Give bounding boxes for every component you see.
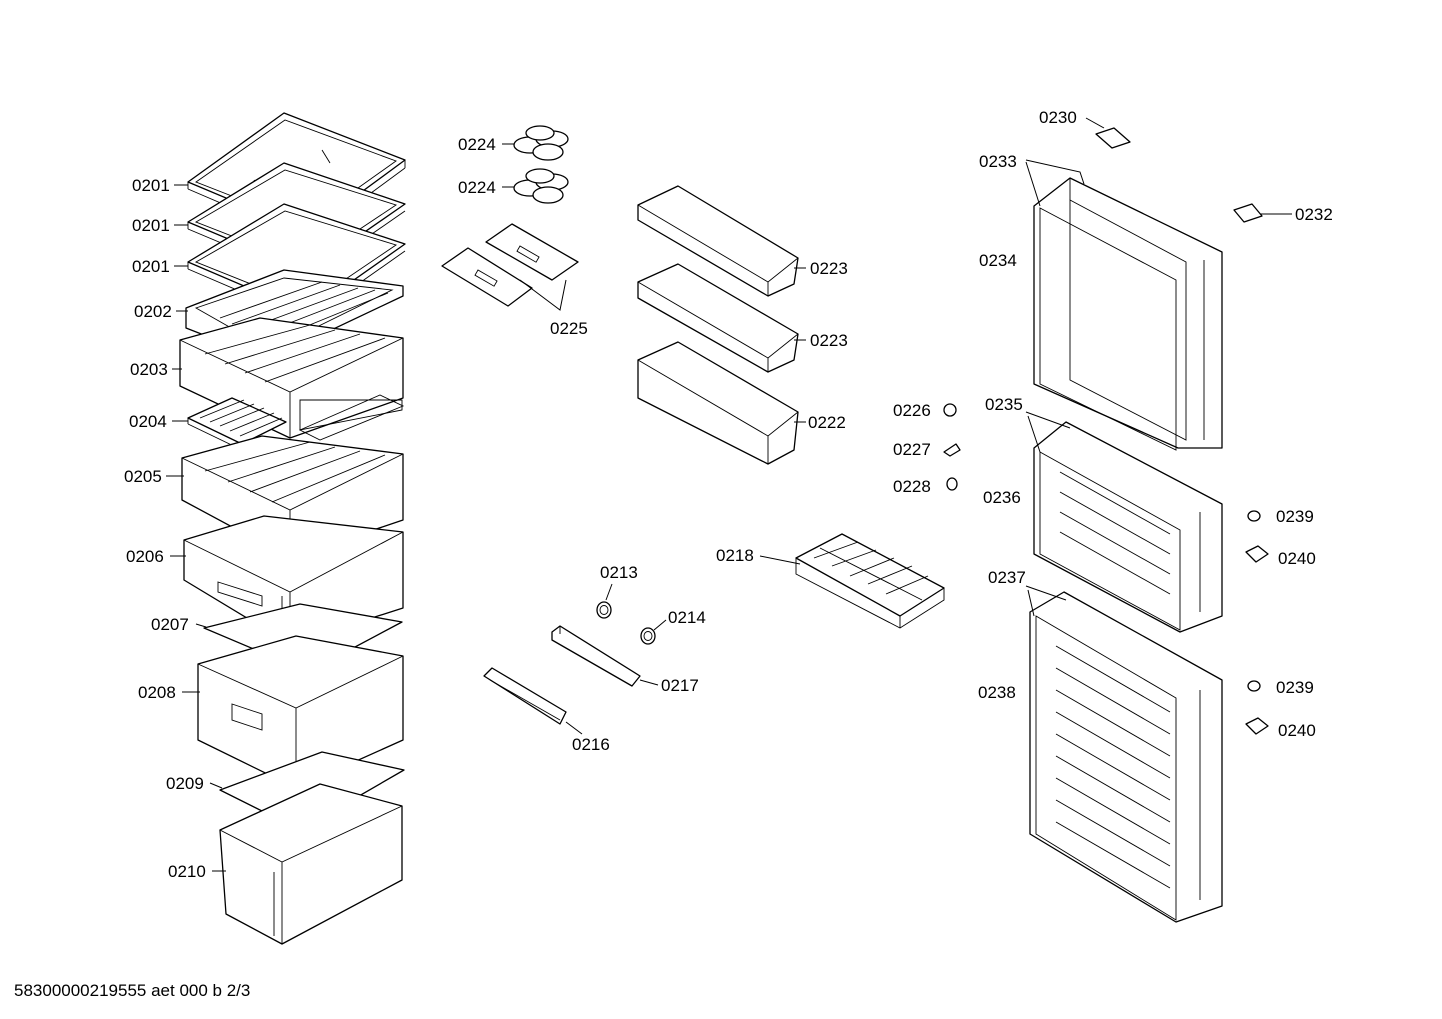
fridge-door <box>1033 177 1223 451</box>
callout-0226: 0226 <box>893 401 931 420</box>
cap-0239-upper <box>1247 510 1261 522</box>
callout-0239-b: 0239 <box>1276 678 1314 697</box>
egg-tray-1 <box>513 125 569 161</box>
document-reference-footer: 58300000219555 aet 000 b 2/3 <box>14 981 251 1000</box>
callout-0235: 0235 <box>985 395 1023 414</box>
freezer-door-upper <box>1033 421 1223 633</box>
ice-cube-tray <box>795 533 945 629</box>
callout-0238: 0238 <box>978 683 1016 702</box>
cap-0239-lower <box>1247 680 1261 692</box>
callout-0239-a: 0239 <box>1276 507 1314 526</box>
drawer-middle <box>197 635 404 789</box>
freezer-door-lower <box>1029 591 1223 923</box>
callout-0205: 0205 <box>124 467 162 486</box>
leader-lines <box>166 117 1292 872</box>
callout-0240-b: 0240 <box>1278 721 1316 740</box>
callout-0218: 0218 <box>716 546 754 565</box>
part-0227 <box>943 443 961 457</box>
knob-0214 <box>640 627 656 645</box>
callout-0236: 0236 <box>983 488 1021 507</box>
callout-0228: 0228 <box>893 477 931 496</box>
ventilation-grille <box>187 397 287 451</box>
knob-0213 <box>596 601 612 619</box>
callout-0207: 0207 <box>151 615 189 634</box>
callout-0232: 0232 <box>1295 205 1333 224</box>
rail-0216 <box>483 667 567 725</box>
drawer-bottom <box>219 783 403 945</box>
separator-sheet-upper <box>298 394 405 441</box>
callout-0216: 0216 <box>572 735 610 754</box>
callout-0203: 0203 <box>130 360 168 379</box>
callout-labels: 0201 0201 0201 0202 0203 0204 0205 0206 … <box>124 108 1333 881</box>
callout-0201-c: 0201 <box>132 257 170 276</box>
callout-0222: 0222 <box>808 413 846 432</box>
callout-0209: 0209 <box>166 774 204 793</box>
callout-0213: 0213 <box>600 563 638 582</box>
callout-0223-b: 0223 <box>810 331 848 350</box>
callout-0223-a: 0223 <box>810 259 848 278</box>
bottle-holder-pair <box>441 223 579 307</box>
callout-0202: 0202 <box>134 302 172 321</box>
part-0228 <box>946 477 958 491</box>
callout-0224-a: 0224 <box>458 135 496 154</box>
block-0240-upper <box>1245 545 1269 563</box>
callout-0206: 0206 <box>126 547 164 566</box>
hinge-cover-0230 <box>1095 127 1131 149</box>
callout-0208: 0208 <box>138 683 176 702</box>
callout-0227: 0227 <box>893 440 931 459</box>
callout-0204: 0204 <box>129 412 167 431</box>
callout-0201-a: 0201 <box>132 176 170 195</box>
callout-0230: 0230 <box>1039 108 1077 127</box>
door-shelf-middle <box>637 263 799 373</box>
door-shelf-bottom <box>637 341 799 465</box>
callout-0210: 0210 <box>168 862 206 881</box>
callout-0237: 0237 <box>988 568 1026 587</box>
part-0226 <box>943 403 957 417</box>
egg-tray-2 <box>513 168 569 204</box>
callout-0234: 0234 <box>979 251 1017 270</box>
block-0240-lower <box>1245 717 1269 735</box>
callout-0201-b: 0201 <box>132 216 170 235</box>
callout-0217: 0217 <box>661 676 699 695</box>
door-shelf-top <box>637 185 799 297</box>
hinge-cover-0232 <box>1233 203 1263 223</box>
callout-0214: 0214 <box>668 608 706 627</box>
rail-0217 <box>551 625 641 687</box>
callout-0224-b: 0224 <box>458 178 496 197</box>
callout-0233: 0233 <box>979 152 1017 171</box>
callout-0240-a: 0240 <box>1278 549 1316 568</box>
callout-0225: 0225 <box>550 319 588 338</box>
